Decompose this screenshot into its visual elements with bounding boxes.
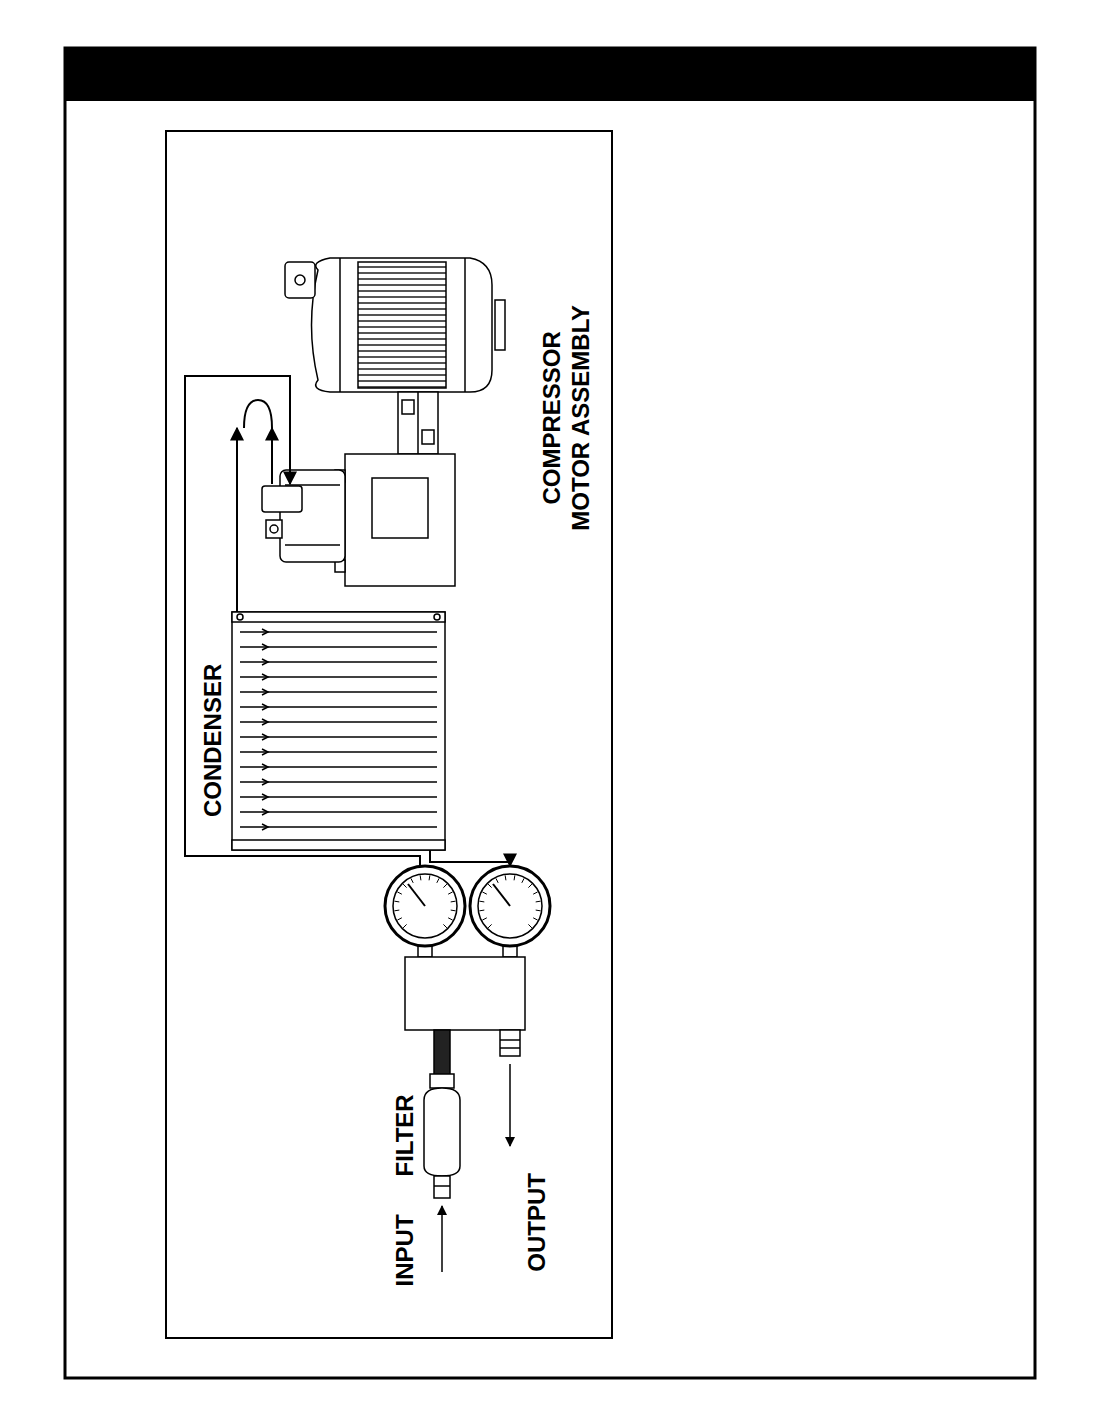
flow-chevron: [262, 779, 268, 785]
gauge-tick: [397, 918, 401, 920]
part-label: CONDENSER: [200, 663, 229, 816]
gauge-tick: [505, 875, 507, 880]
flow-chevron: [262, 689, 268, 695]
part-label: FILTER: [391, 1094, 420, 1176]
tubing: [185, 376, 510, 866]
gauge-tick: [536, 901, 541, 903]
flow-chevron: [262, 809, 268, 815]
motor: [285, 258, 505, 392]
part-label: COMPRESSOR MOTOR ASSEMBLY: [537, 296, 595, 541]
gauge-tick: [448, 918, 452, 920]
gauge-tick: [496, 878, 498, 882]
flow-chevron: [262, 824, 268, 830]
gauge-tick: [528, 924, 532, 928]
flow-chevron: [262, 704, 268, 710]
flow-chevron: [262, 629, 268, 635]
gauge-tick: [522, 878, 524, 882]
pressure-gauges: [385, 866, 550, 957]
gauge-tick: [533, 892, 537, 894]
gauge-tick: [420, 875, 422, 880]
gauge-tick: [443, 884, 447, 888]
gauge-tick: [488, 884, 492, 888]
gauge-tick: [403, 924, 407, 928]
flow-chevron: [262, 734, 268, 740]
gauge-tick: [451, 910, 456, 912]
flow-chevron: [262, 644, 268, 650]
gauge-tick: [528, 884, 532, 888]
manifold: [405, 957, 525, 1056]
gauge-tick: [482, 892, 486, 894]
input-label: INPUT: [391, 1214, 420, 1286]
gauge-tick: [403, 884, 407, 888]
gauge-tick: [394, 901, 399, 903]
gauge-ticks: [394, 875, 540, 928]
flow-chevron: [262, 659, 268, 665]
gauge-tick: [482, 918, 486, 920]
coupling: [398, 392, 438, 454]
filter: [424, 1030, 460, 1198]
gauge-tick: [479, 901, 484, 903]
gauge-tick: [429, 875, 431, 880]
flow-chevron: [262, 674, 268, 680]
gauge-tick: [514, 875, 516, 880]
flow-chevron: [262, 749, 268, 755]
gauge-tick: [443, 924, 447, 928]
flow-chevron: [262, 794, 268, 800]
output-label: OUTPUT: [523, 1173, 552, 1272]
gauge-tick: [448, 892, 452, 894]
gauge-tick: [394, 910, 399, 912]
gauge-tick: [479, 910, 484, 912]
gauge-tick: [437, 878, 439, 882]
gauge-tick: [451, 901, 456, 903]
header-bar: [65, 48, 1035, 101]
gauge-tick: [411, 878, 413, 882]
gauge-tick: [533, 918, 537, 920]
page-border: [65, 48, 1035, 1378]
flow-chevron: [262, 719, 268, 725]
flow-chevron: [262, 764, 268, 770]
condenser: [232, 612, 445, 850]
figure-frame: [166, 131, 612, 1338]
gauge-tick: [536, 910, 541, 912]
gauge-tick: [397, 892, 401, 894]
flow-arrows: [442, 1064, 510, 1272]
gauge-tick: [488, 924, 492, 928]
